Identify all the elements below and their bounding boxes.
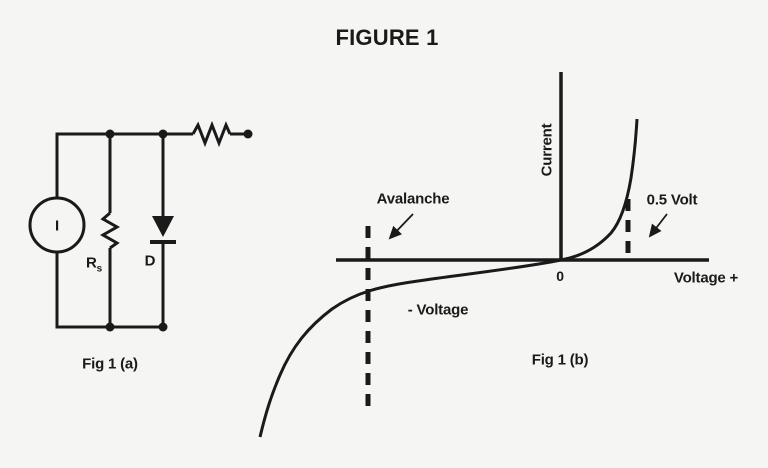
negative-voltage-label: - Voltage [407,301,469,319]
shunt-resistor-zigzag [99,211,121,250]
threshold-label: 0.5 Volt [646,191,698,209]
series-resistor-zigzag [191,120,232,148]
x-axis-label: Voltage + [673,269,739,287]
diode-triangle [152,216,174,237]
avalanche-label: Avalanche [376,190,450,208]
iv-curve [258,118,639,438]
avalanche-arrow [388,213,414,240]
shunt-resistor-label-main: R [85,254,97,272]
bottom-wire [55,252,163,329]
graph-caption: Fig 1 (b) [531,351,589,369]
junction-dot [158,322,168,332]
circuit-diagram [28,120,253,332]
y-axis-label: Current [538,123,556,177]
iv-curve-graph [258,72,709,438]
origin-label: 0 [556,268,564,284]
figure-title: FIGURE 1 [335,25,439,50]
junction-dot [158,129,168,139]
shunt-resistor-label-subscript: s [96,263,103,275]
output-terminal-dot [243,129,253,139]
top-wire [55,132,193,198]
current-source-label: I [55,217,59,235]
junction-dot [105,129,115,139]
circuit-caption: Fig 1 (a) [82,355,138,373]
junction-dot [105,322,115,332]
threshold-arrow [648,213,668,238]
diode-label: D [144,252,156,270]
shunt-resistor-label: Rs [85,254,103,275]
